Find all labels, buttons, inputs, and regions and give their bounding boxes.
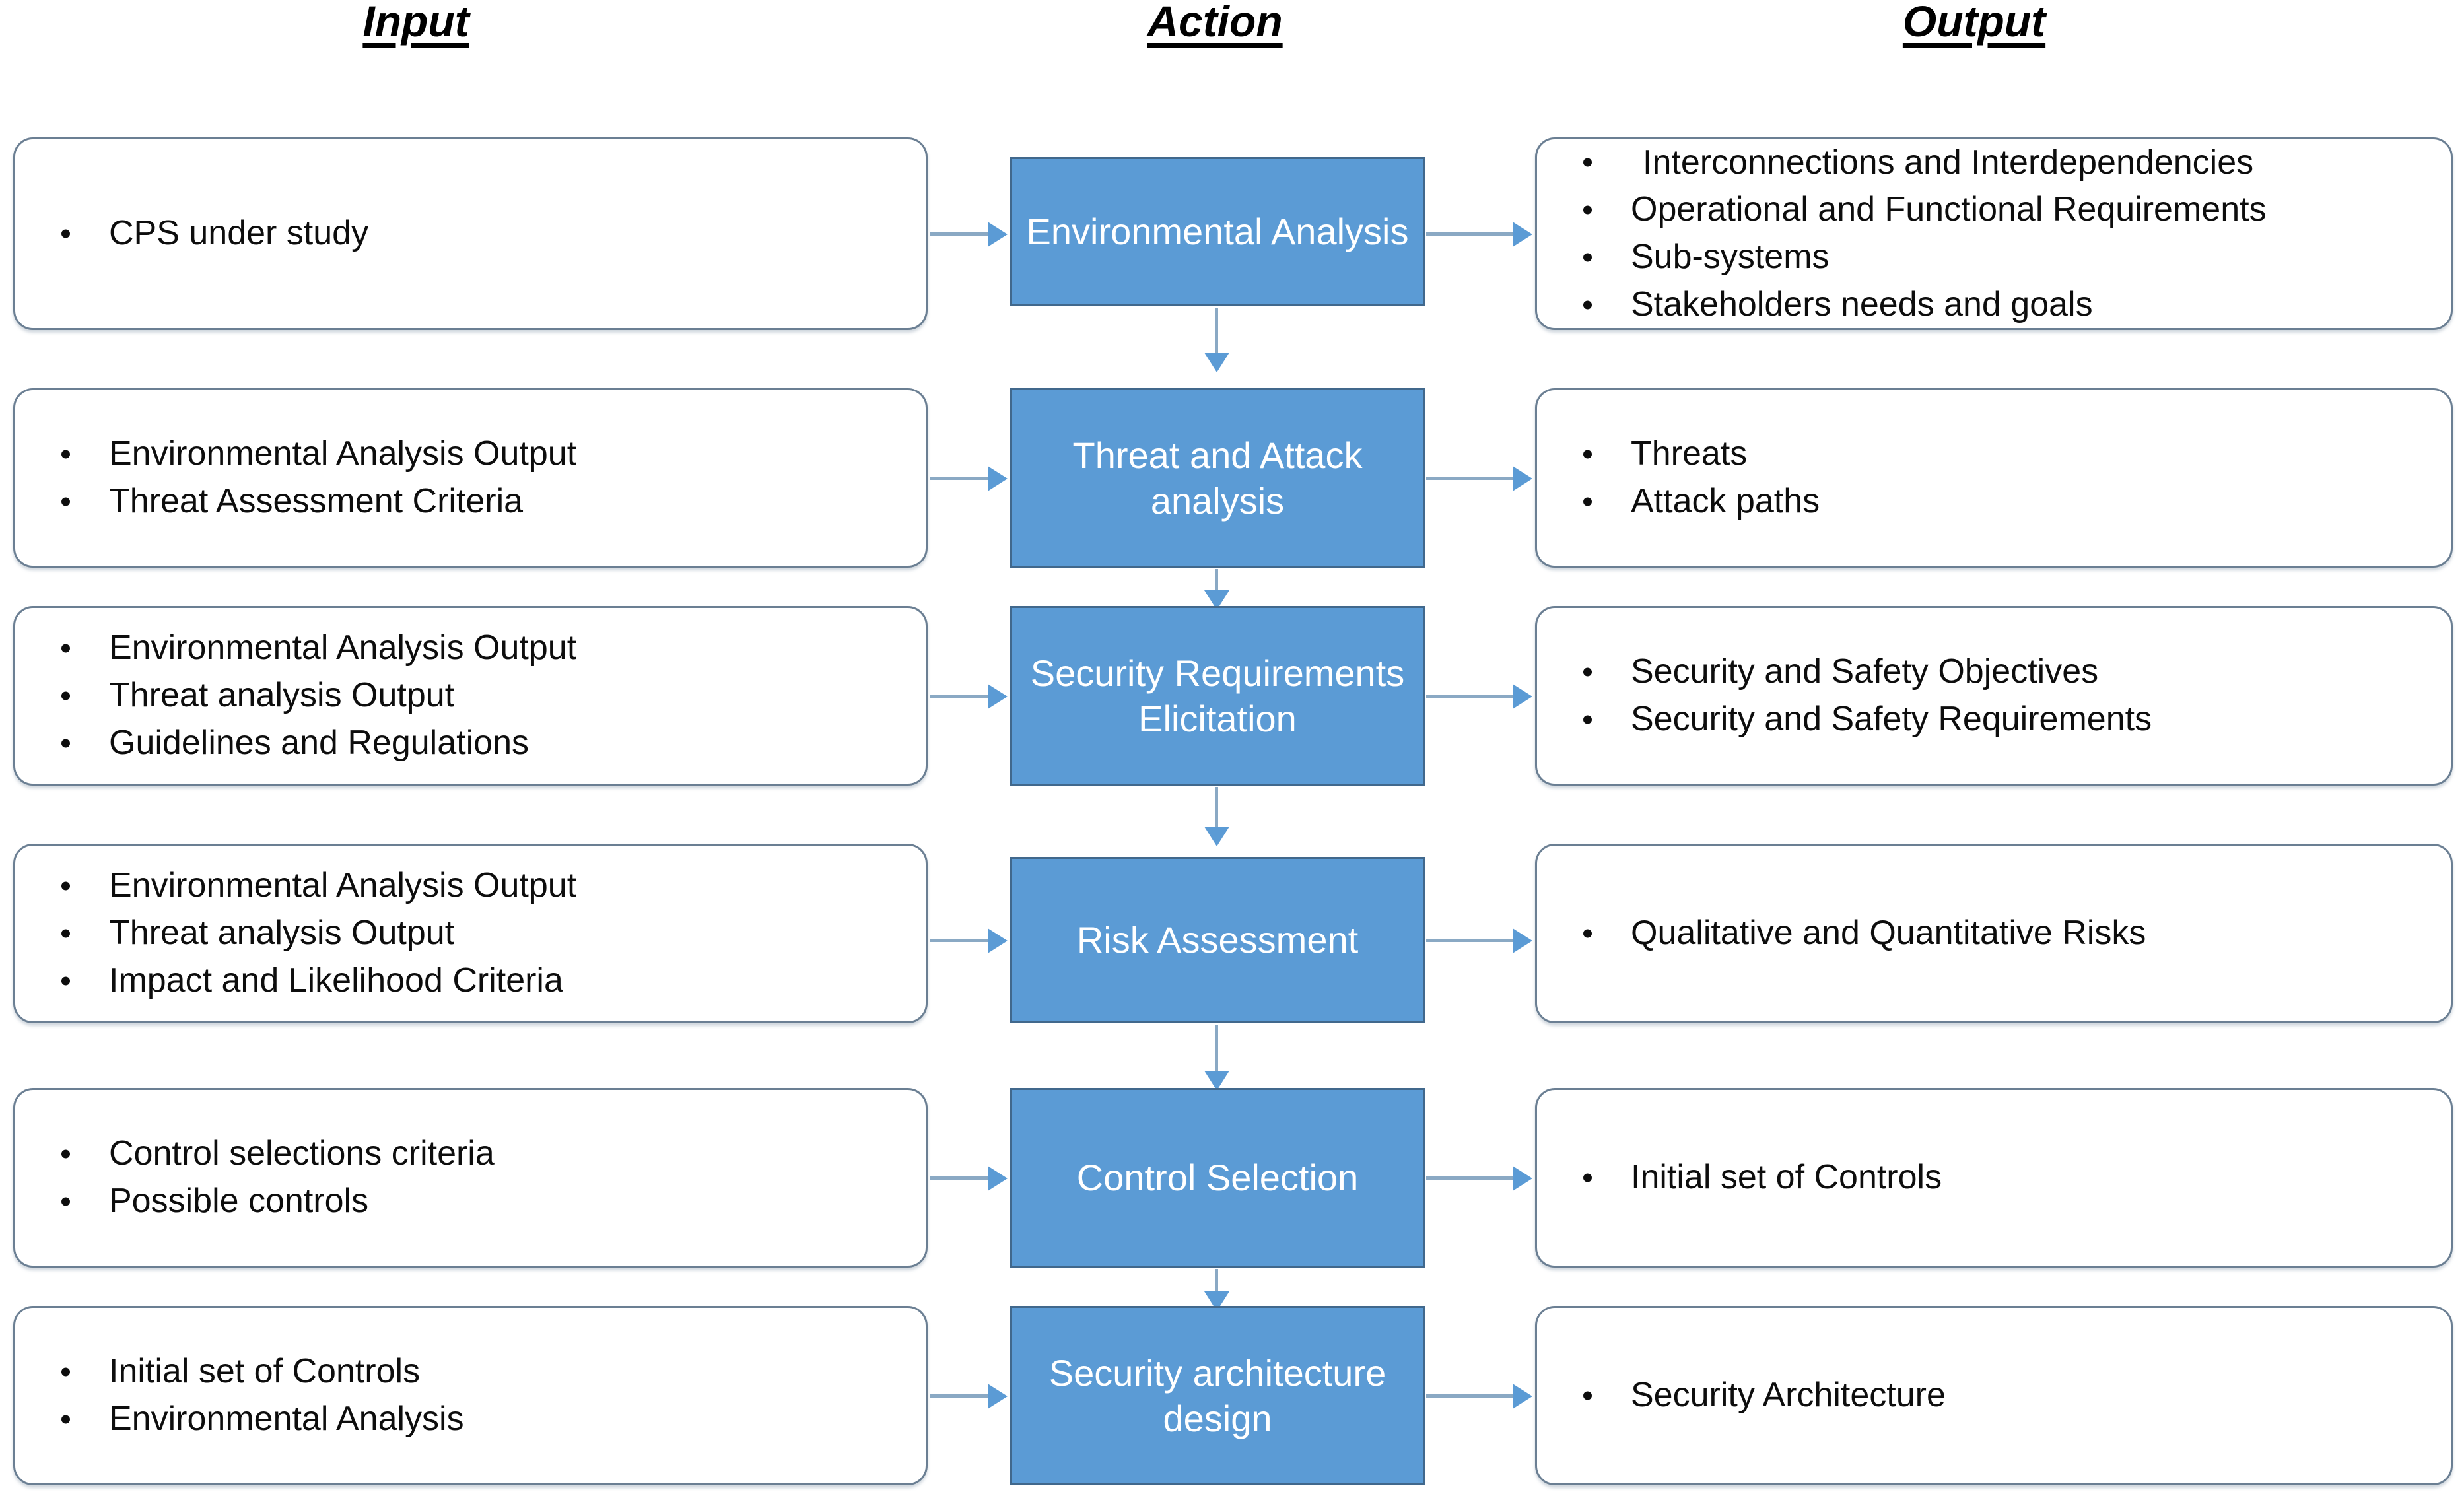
list-item: Interconnections and Interdependencies xyxy=(1577,139,2451,187)
output-box-row-5: Initial set of Controls xyxy=(1535,1088,2453,1268)
output-box-row-6: Security Architecture xyxy=(1535,1306,2453,1485)
list-item: Security Architecture xyxy=(1577,1372,2451,1419)
list-item: Environmental Analysis Output xyxy=(55,862,926,910)
input-box-row-6: Initial set of Controls Environmental An… xyxy=(13,1306,928,1485)
action-box-environmental-analysis[interactable]: Environmental Analysis xyxy=(1010,157,1425,306)
arrow-action-to-output-4 xyxy=(1426,939,1528,942)
action-label: Security architecture design xyxy=(1048,1351,1386,1439)
list-item: CPS under study xyxy=(55,210,926,257)
input-box-row-3: Environmental Analysis Output Threat ana… xyxy=(13,606,928,786)
list-item: Control selections criteria xyxy=(55,1130,926,1178)
list-item: Threats xyxy=(1577,430,2451,478)
output-list-row-5: Initial set of Controls xyxy=(1537,1154,2451,1202)
output-box-row-4: Qualitative and Quantitative Risks xyxy=(1535,844,2453,1023)
list-item: Environmental Analysis Output xyxy=(55,625,926,672)
input-box-row-5: Control selections criteria Possible con… xyxy=(13,1088,928,1268)
action-box-control-selection[interactable]: Control Selection xyxy=(1010,1088,1425,1268)
output-box-row-3: Security and Safety Objectives Security … xyxy=(1535,606,2453,786)
action-label: Environmental Analysis xyxy=(1026,211,1409,253)
arrow-action-4-to-5 xyxy=(1215,1025,1218,1085)
list-item: Stakeholders needs and goals xyxy=(1577,281,2451,329)
action-box-threat-and-attack-analysis[interactable]: Threat and Attack analysis xyxy=(1010,388,1425,568)
output-list-row-6: Security Architecture xyxy=(1537,1372,2451,1419)
column-header-action: Action xyxy=(1147,0,1283,46)
arrow-action-5-to-6 xyxy=(1215,1269,1218,1306)
action-label: Threat and Attack analysis xyxy=(1072,434,1363,522)
list-item: Impact and Likelihood Criteria xyxy=(55,957,926,1005)
arrow-input-to-action-1 xyxy=(930,232,1004,236)
arrow-input-to-action-6 xyxy=(930,1394,1004,1398)
input-box-row-2: Environmental Analysis Output Threat Ass… xyxy=(13,388,928,568)
output-list-row-3: Security and Safety Objectives Security … xyxy=(1537,648,2451,743)
arrow-action-to-output-1 xyxy=(1426,232,1528,236)
list-item: Environmental Analysis Output xyxy=(55,430,926,478)
output-box-row-2: Threats Attack paths xyxy=(1535,388,2453,568)
output-box-row-1: Interconnections and Interdependencies O… xyxy=(1535,137,2453,330)
arrow-input-to-action-2 xyxy=(930,477,1004,480)
output-list-row-4: Qualitative and Quantitative Risks xyxy=(1537,910,2451,957)
arrow-action-to-output-3 xyxy=(1426,695,1528,698)
arrow-action-1-to-2 xyxy=(1215,308,1218,367)
input-list-row-3: Environmental Analysis Output Threat ana… xyxy=(15,625,926,766)
input-list-row-4: Environmental Analysis Output Threat ana… xyxy=(15,862,926,1004)
list-item: Threat analysis Output xyxy=(55,672,926,720)
action-label: Risk Assessment xyxy=(1076,919,1359,961)
list-item: Threat analysis Output xyxy=(55,910,926,957)
input-list-row-5: Control selections criteria Possible con… xyxy=(15,1130,926,1225)
list-item: Initial set of Controls xyxy=(1577,1154,2451,1202)
action-label: Security Requirements Elicitation xyxy=(1030,652,1405,739)
list-item: Possible controls xyxy=(55,1178,926,1225)
input-list-row-6: Initial set of Controls Environmental An… xyxy=(15,1348,926,1443)
list-item: Sub-systems xyxy=(1577,234,2451,281)
input-box-row-1: CPS under study xyxy=(13,137,928,330)
list-item: Qualitative and Quantitative Risks xyxy=(1577,910,2451,957)
action-box-risk-assessment[interactable]: Risk Assessment xyxy=(1010,857,1425,1023)
input-box-row-4: Environmental Analysis Output Threat ana… xyxy=(13,844,928,1023)
arrow-action-to-output-6 xyxy=(1426,1394,1528,1398)
output-list-row-1: Interconnections and Interdependencies O… xyxy=(1537,139,2451,329)
column-header-output: Output xyxy=(1902,0,2046,46)
arrow-action-to-output-5 xyxy=(1426,1176,1528,1180)
arrow-input-to-action-4 xyxy=(930,939,1004,942)
arrow-input-to-action-3 xyxy=(930,695,1004,698)
input-list-row-2: Environmental Analysis Output Threat Ass… xyxy=(15,430,926,526)
list-item: Initial set of Controls xyxy=(55,1348,926,1396)
column-header-input: Input xyxy=(362,0,469,46)
arrow-action-3-to-4 xyxy=(1215,787,1218,841)
list-item: Environmental Analysis xyxy=(55,1396,926,1443)
list-item: Security and Safety Requirements xyxy=(1577,696,2451,743)
list-item: Attack paths xyxy=(1577,478,2451,526)
arrow-input-to-action-5 xyxy=(930,1176,1004,1180)
list-item: Security and Safety Objectives xyxy=(1577,648,2451,696)
list-item: Operational and Functional Requirements xyxy=(1577,186,2451,234)
arrow-action-to-output-2 xyxy=(1426,477,1528,480)
arrow-action-2-to-3 xyxy=(1215,569,1218,605)
output-list-row-2: Threats Attack paths xyxy=(1537,430,2451,526)
action-box-security-requirements-elicitation[interactable]: Security Requirements Elicitation xyxy=(1010,606,1425,786)
action-box-security-architecture-design[interactable]: Security architecture design xyxy=(1010,1306,1425,1485)
input-list-row-1: CPS under study xyxy=(15,210,926,257)
list-item: Threat Assessment Criteria xyxy=(55,478,926,526)
list-item: Guidelines and Regulations xyxy=(55,720,926,767)
action-label: Control Selection xyxy=(1076,1157,1359,1199)
